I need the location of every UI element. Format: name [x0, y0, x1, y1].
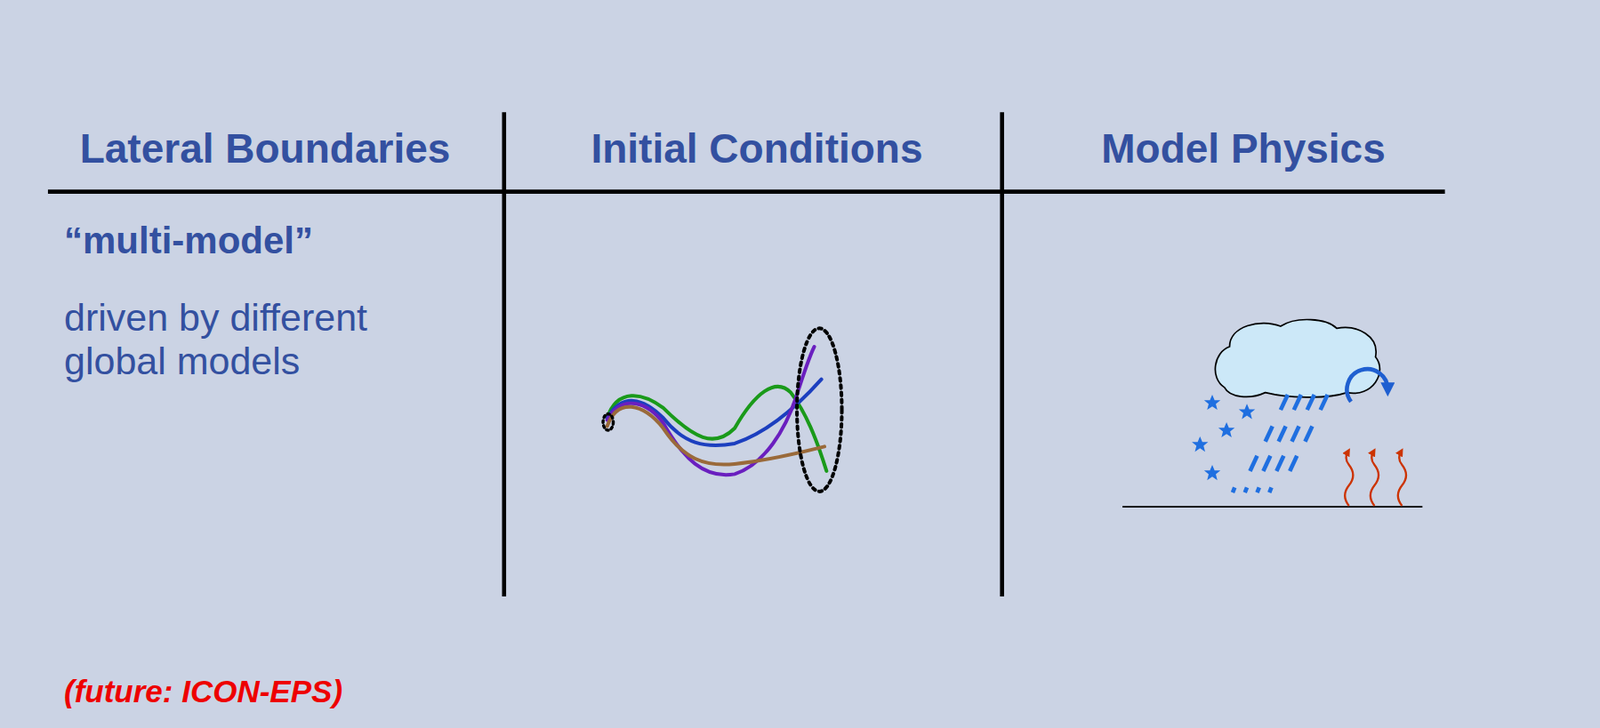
physics-illustration: [1122, 320, 1423, 508]
column-header: Model Physics: [1101, 125, 1386, 173]
cell-heading: “multi-model”: [64, 219, 314, 263]
table-rules: [48, 112, 1446, 597]
column-header: Initial Conditions: [590, 125, 923, 173]
column-header: Lateral Boundaries: [80, 125, 451, 173]
cell-text: driven by different global models: [64, 296, 438, 385]
trajectory-curves: [603, 328, 842, 492]
footnote: (future: ICON-EPS): [64, 674, 343, 710]
